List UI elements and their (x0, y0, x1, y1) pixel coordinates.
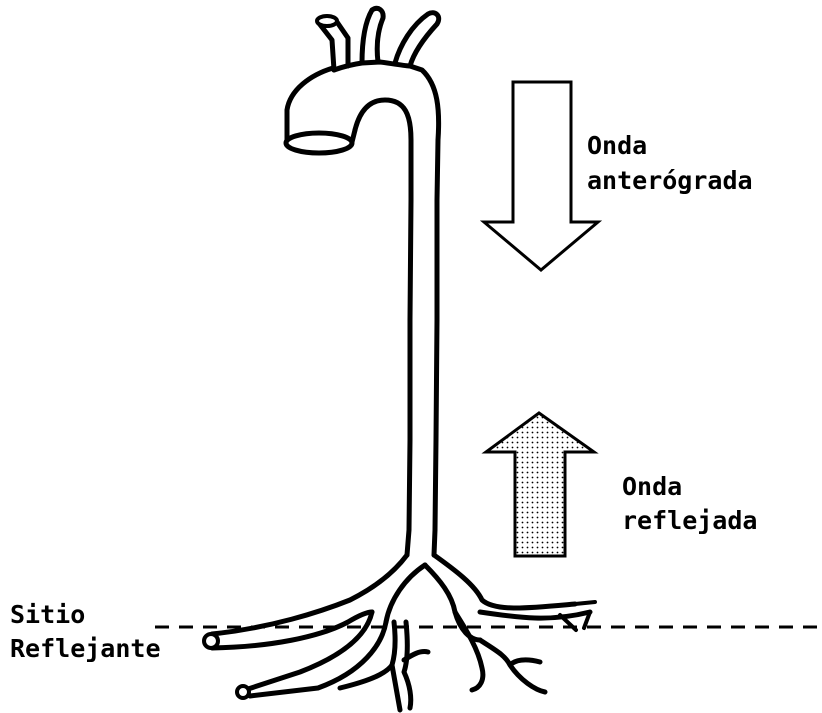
branch-carotid (362, 8, 383, 63)
center-branch-inner (425, 565, 480, 640)
left-leg-opening (204, 634, 218, 648)
bifurcation-left-outer (212, 555, 407, 634)
right-lower-branch (455, 612, 545, 692)
center-branch-right (434, 555, 575, 608)
branch-brachiocephalic-opening (317, 16, 337, 26)
reflected-wave-arrow (486, 413, 594, 556)
left-lower-opening (237, 686, 249, 698)
antegrade-label-line1: Onda (587, 133, 647, 158)
right-branch-lower (480, 612, 590, 618)
branch-subclavian (395, 13, 439, 66)
ascending-aorta-opening (286, 133, 352, 153)
aorta-inner-wall (355, 100, 411, 555)
center-lower-branch (340, 622, 411, 710)
site-label-line2: Reflejante (10, 636, 161, 661)
reflected-label-line1: Onda (622, 474, 682, 499)
reflected-label-line2: reflejada (622, 508, 757, 533)
branch-brachiocephalic-b (337, 22, 348, 66)
antegrade-wave-arrow (484, 82, 598, 270)
branch-brachiocephalic (318, 22, 334, 70)
antegrade-label-line2: anterógrada (587, 168, 753, 193)
site-label-line1: Sitio (10, 602, 85, 627)
